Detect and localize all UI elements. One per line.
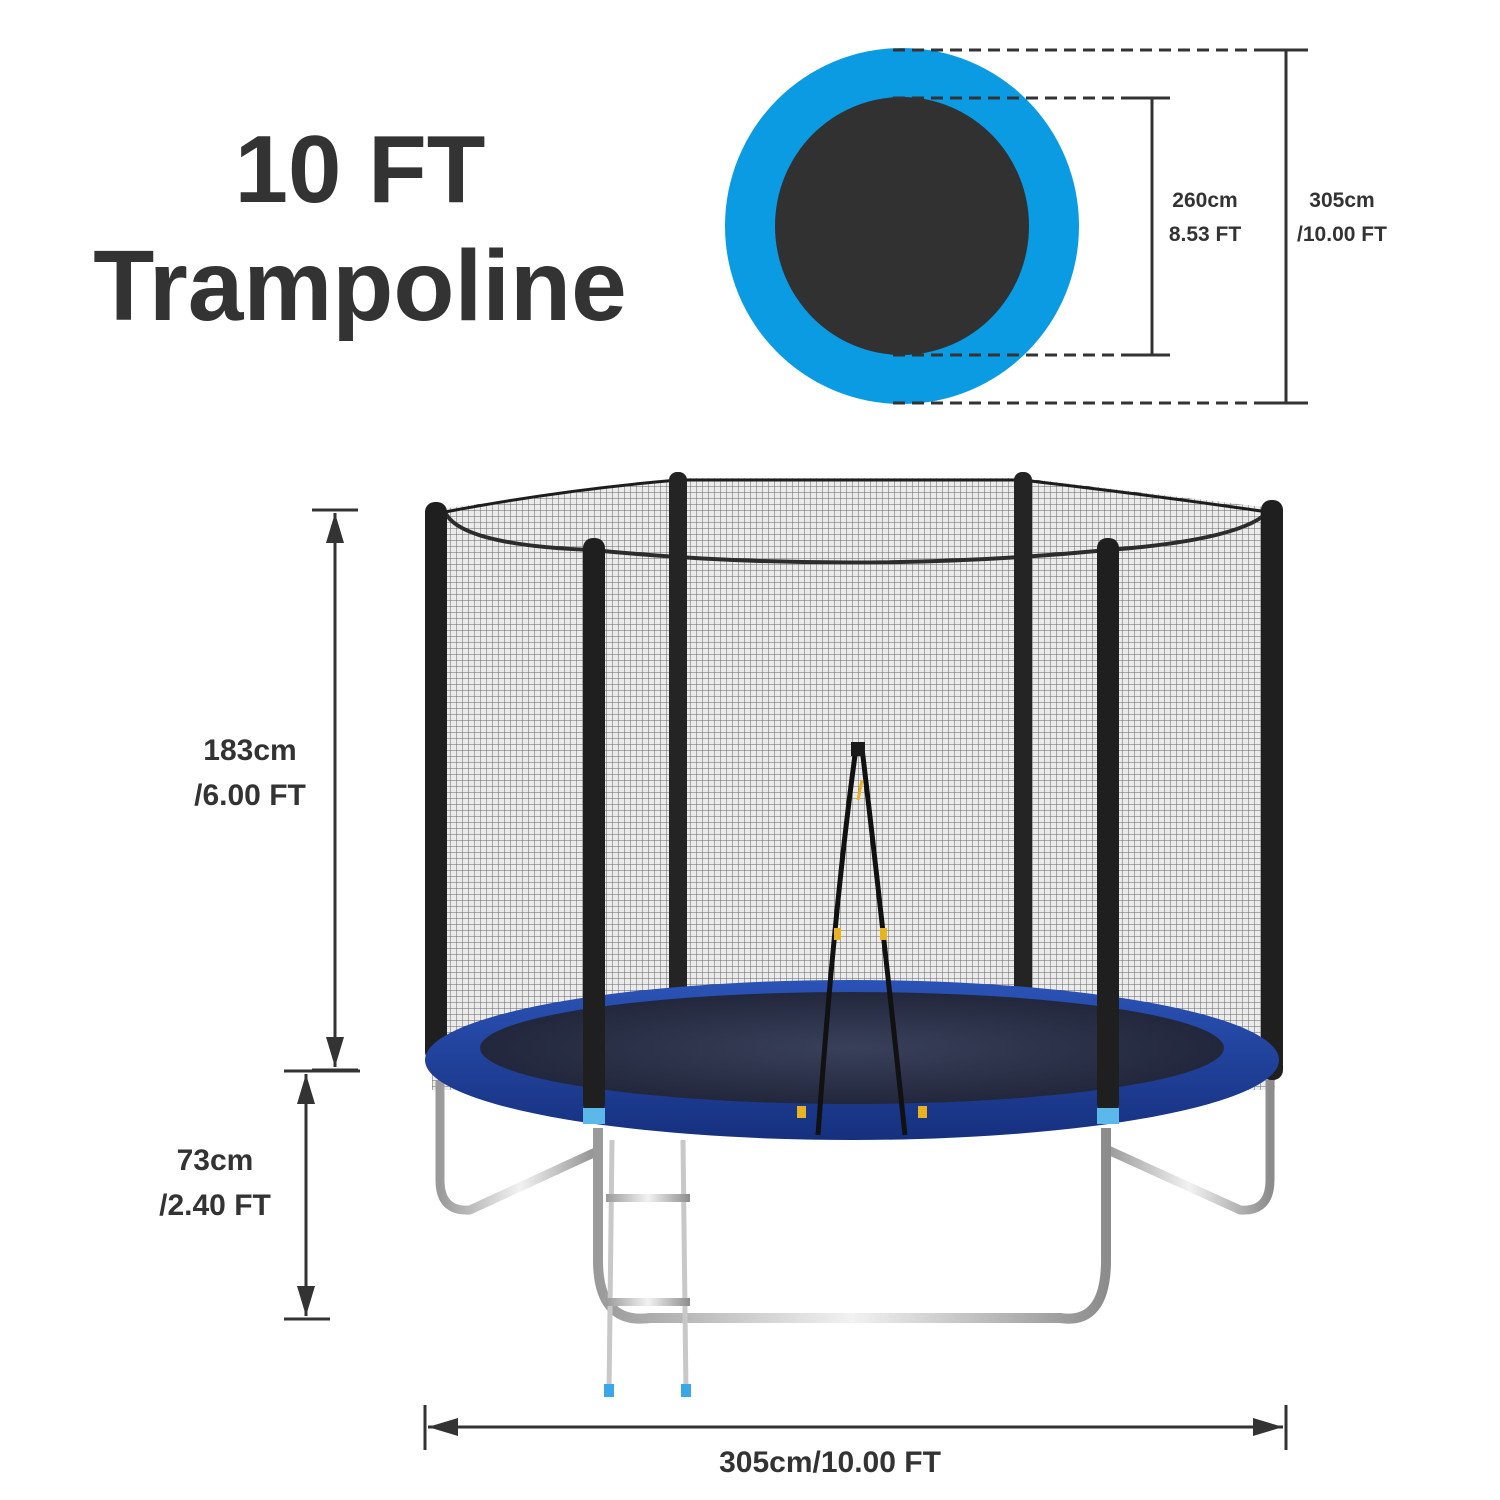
ladder <box>604 1139 691 1397</box>
title-line-product: Trampoline <box>93 230 627 342</box>
inner-diameter-ft: 8.53 FT <box>1168 222 1242 246</box>
entrance-zipper <box>815 747 859 1136</box>
outer-diameter-bracket <box>1262 48 1308 405</box>
top-view-jump-mat <box>775 97 1029 355</box>
net-pole <box>1261 500 1283 1080</box>
net-height-ft: /6.00 FT <box>194 779 306 812</box>
net-pole <box>1014 472 1032 1002</box>
net-pole <box>425 502 447 1062</box>
width-label: 305cm/10.00 FT <box>719 1446 941 1479</box>
net-height-cm: 183cm <box>203 734 297 767</box>
frame-height-dimension <box>284 1069 360 1321</box>
outer-diameter-label: 305cm /10.00 FT <box>1282 184 1402 251</box>
frame-height-label: 73cm /2.40 FT <box>130 1138 300 1228</box>
top-view <box>725 48 1308 405</box>
net-height-label: 183cm /6.00 FT <box>160 728 340 818</box>
frame-leg <box>593 1128 1111 1324</box>
net-pole <box>583 538 605 1113</box>
jump-mat <box>480 992 1224 1104</box>
inner-diameter-bracket <box>1133 96 1170 357</box>
net-pole <box>669 472 687 1002</box>
title-line-size: 10 FT <box>234 116 486 223</box>
width-dimension <box>423 1405 1288 1450</box>
outer-diameter-cm: 305cm <box>1309 189 1375 212</box>
outer-diameter-ft: /10.00 FT <box>1297 222 1387 246</box>
inner-diameter-cm: 260cm <box>1172 189 1238 212</box>
dimension-guides <box>893 48 1280 405</box>
side-view <box>425 472 1283 1397</box>
inner-diameter-label: 260cm 8.53 FT <box>1150 184 1260 251</box>
frame-height-cm: 73cm <box>176 1144 254 1177</box>
net-pole <box>1097 538 1119 1113</box>
frame-height-ft: /2.40 FT <box>159 1189 271 1222</box>
